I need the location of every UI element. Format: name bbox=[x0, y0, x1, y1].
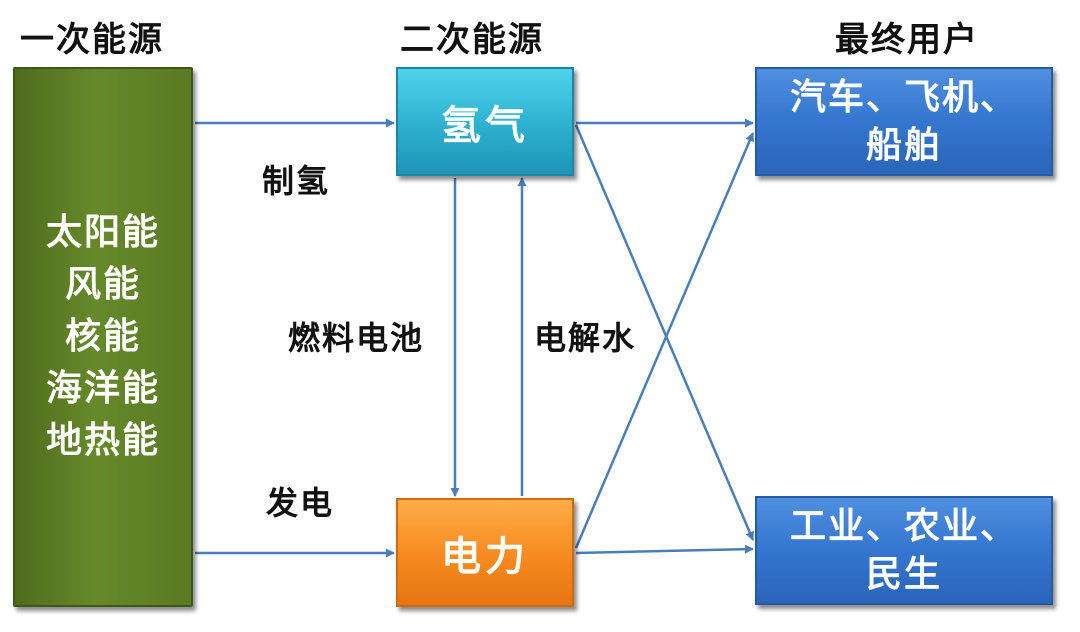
end-user-transport-line1: 汽车、飞机、 bbox=[789, 76, 1018, 118]
hydrogen-label: 氢气 bbox=[441, 102, 529, 149]
end-user-sectors-line1: 工业、农业、 bbox=[789, 505, 1018, 547]
arrow-electricity-to-transport bbox=[574, 132, 755, 549]
primary-energy-box: 太阳能 风能 核能 海洋能 地热能 bbox=[13, 67, 193, 607]
primary-source-wind: 风能 bbox=[64, 264, 141, 305]
primary-source-solar: 太阳能 bbox=[45, 212, 160, 253]
edge-label-electrolysis: 电解水 bbox=[534, 319, 637, 357]
primary-source-ocean: 海洋能 bbox=[45, 368, 160, 409]
end-user-transport-box: 汽车、飞机、 船舶 bbox=[755, 67, 1053, 176]
header-end-users: 最终用户 bbox=[835, 20, 979, 60]
edge-label-generate-power: 发电 bbox=[266, 484, 335, 522]
primary-source-geothermal: 地热能 bbox=[45, 420, 160, 461]
end-user-transport-line2: 船舶 bbox=[865, 124, 942, 166]
arrow-hydrogen-to-sectors bbox=[574, 124, 755, 541]
end-user-sectors-box: 工业、农业、 民生 bbox=[755, 496, 1053, 605]
arrow-electricity-to-sectors bbox=[575, 544, 754, 555]
header-secondary-energy: 二次能源 bbox=[400, 20, 544, 60]
electricity-label: 电力 bbox=[441, 533, 529, 580]
end-user-sectors-line2: 民生 bbox=[865, 553, 942, 595]
edge-label-fuel-cell: 燃料电池 bbox=[288, 319, 425, 357]
header-primary-energy: 一次能源 bbox=[20, 20, 164, 60]
electricity-box: 电力 bbox=[396, 498, 574, 607]
primary-source-nuclear: 核能 bbox=[64, 316, 141, 357]
hydrogen-box: 氢气 bbox=[396, 67, 574, 176]
edge-label-make-hydrogen: 制氢 bbox=[262, 162, 331, 200]
